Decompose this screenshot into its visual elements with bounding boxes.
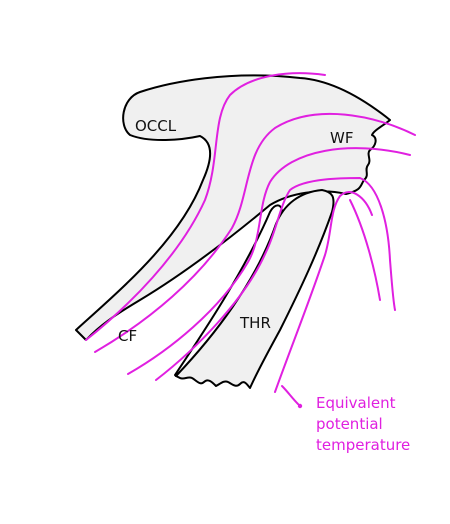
label-cf: CF <box>118 327 137 345</box>
thr-region <box>175 189 335 389</box>
legend-line-3: temperature <box>316 436 410 454</box>
legend-line-1: Equivalent <box>316 394 396 412</box>
label-wf: WF <box>330 129 353 147</box>
isoline-2 <box>94 112 416 353</box>
legend-line-2: potential <box>316 415 383 433</box>
isoline-3 <box>127 147 411 375</box>
comma-cloud-band <box>75 74 391 341</box>
isoline-1 <box>85 72 326 341</box>
isoline-6 <box>349 199 381 301</box>
isoline-4 <box>155 176 396 381</box>
label-thr: THR <box>239 314 271 332</box>
arrow-pointer-icon <box>281 385 299 405</box>
arrow-pointer-dot <box>297 403 303 409</box>
label-occl: OCCL <box>135 117 177 135</box>
isoline-5 <box>274 191 373 393</box>
